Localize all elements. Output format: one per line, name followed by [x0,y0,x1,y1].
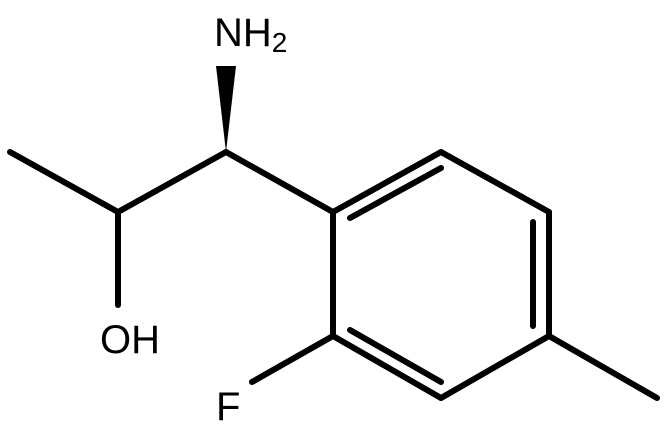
ring-bond-c1-c2 [330,149,444,215]
bond-stereocenter-ring [223,149,336,215]
bond-carbinol-stereocenter [115,149,229,215]
ring-bond-c5-c6 [330,333,444,401]
ring-bond-c2-c3 [438,149,552,215]
amine-symbol: NH [214,11,272,55]
amine-label: NH2 [214,11,287,58]
amine-subscript: 2 [272,27,288,58]
ring-double-bond-inner-bottom [347,327,444,385]
wedge-bond-amine [216,66,236,152]
bond-ring-methyl [546,333,660,401]
bond-ring-fluorine [249,333,336,385]
ring-bond-c4-c5 [438,333,552,401]
hydroxyl-label: OH [100,318,160,362]
fluorine-label: F [216,385,240,426]
ring-double-bond-inner-top [347,165,444,221]
bond-methyl-carbinol [7,149,121,215]
